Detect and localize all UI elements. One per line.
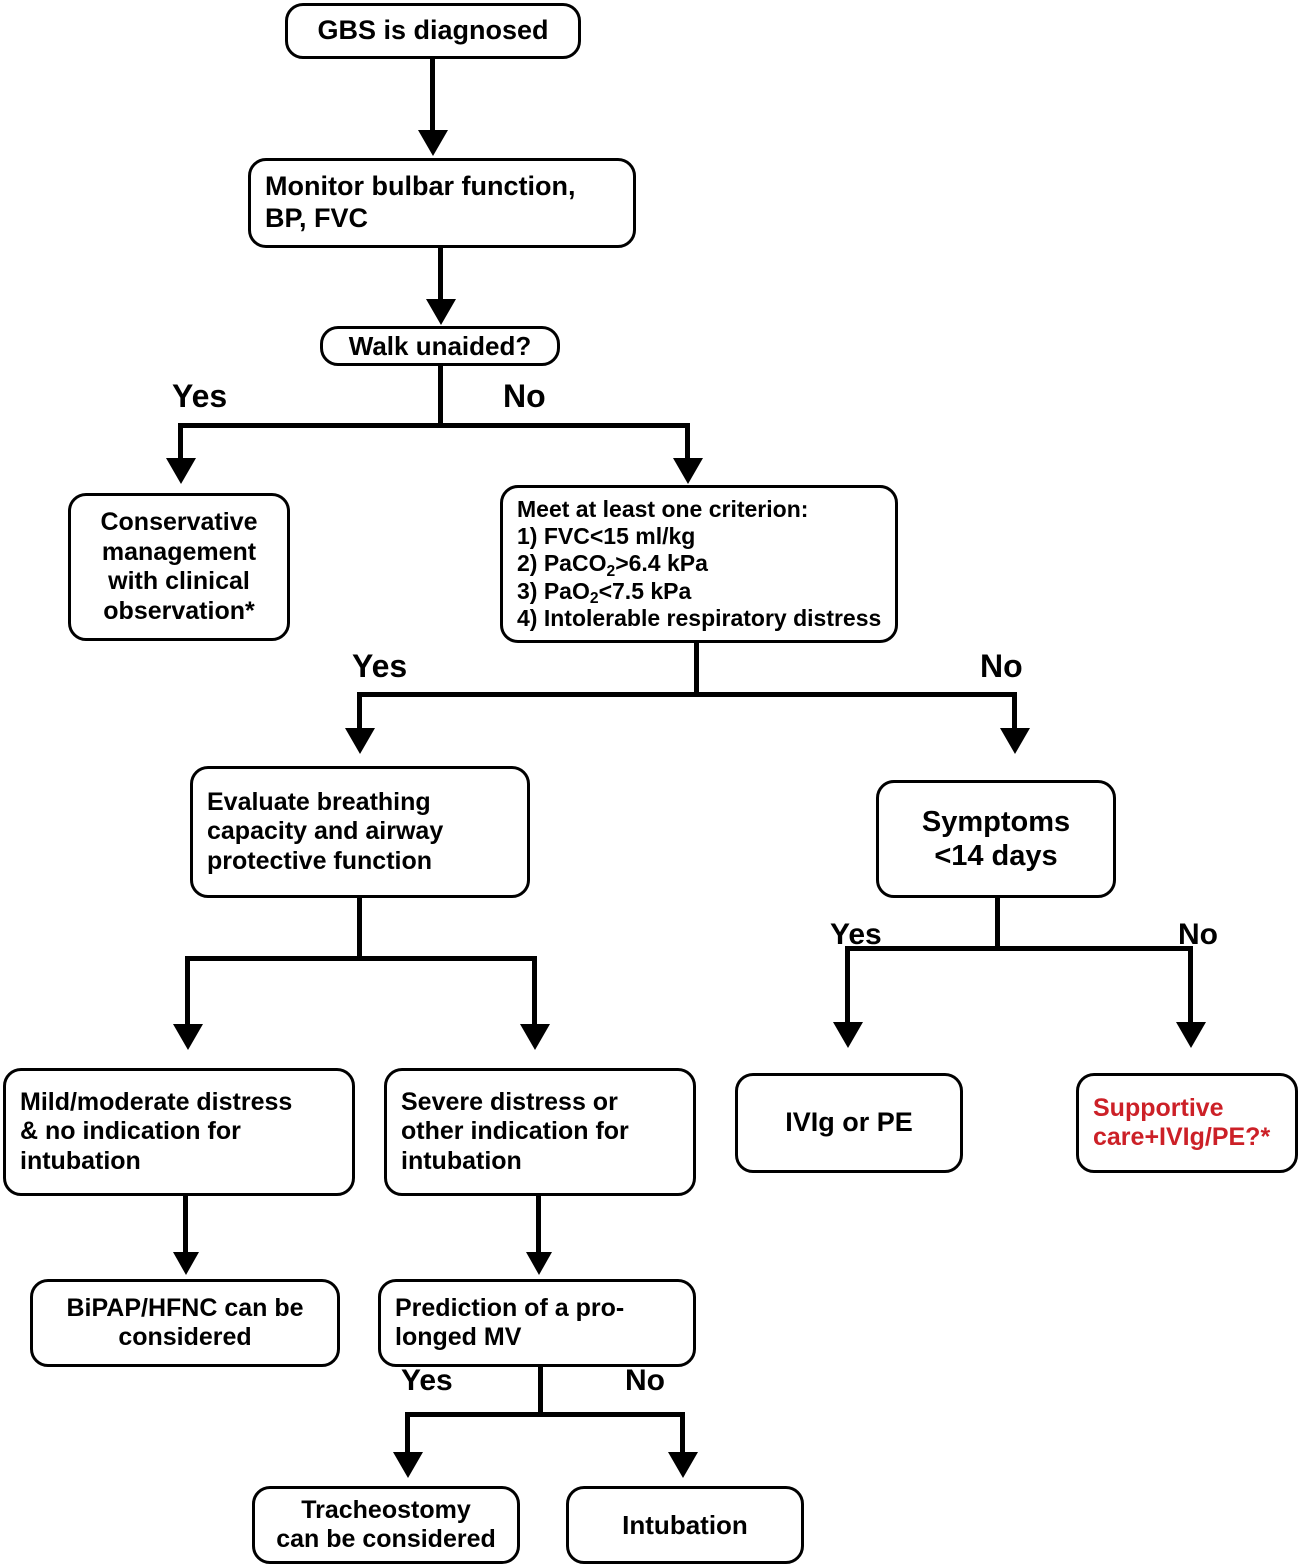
- node-prediction-prolonged-mv-label: Prediction of a pro- longed MV: [395, 1293, 625, 1352]
- edge-evaluate-left-drop: [185, 956, 190, 1028]
- criteria-item-3: 3) PaO2<7.5 kPa: [517, 577, 692, 607]
- arrowhead-monitor-to-walk: [426, 299, 456, 325]
- edge-label-criteria-yes: Yes: [352, 648, 408, 684]
- edge-mv-no-drop: [680, 1412, 685, 1458]
- criteria-item-4: 4) Intolerable respiratory distress: [517, 604, 882, 631]
- arrowhead-criteria-yes: [345, 728, 375, 754]
- edge-mv-stem: [538, 1367, 543, 1415]
- edge-criteria-yes-drop: [357, 692, 362, 734]
- edge-severe-to-prediction: [536, 1196, 541, 1258]
- node-bipap-hfnc-label: BiPAP/HFNC can be considered: [66, 1293, 304, 1352]
- node-gbs-diagnosed-label: GBS is diagnosed: [317, 15, 549, 46]
- edge-walk-bus: [178, 423, 690, 428]
- node-conservative-management-label: Conservative management with clinical ob…: [100, 508, 258, 625]
- edge-monitor-to-walk: [438, 248, 443, 306]
- arrowhead-mild-to-bipap: [173, 1252, 199, 1275]
- node-monitor-label: Monitor bulbar function, BP, FVC: [265, 171, 576, 233]
- edge-symptoms-yes-drop: [845, 946, 850, 1024]
- node-intubation[interactable]: Intubation: [566, 1486, 804, 1564]
- node-severe-distress-label: Severe distress or other indication for …: [401, 1087, 629, 1175]
- edge-label-mv-yes: Yes: [401, 1364, 453, 1397]
- edge-criteria-no-drop: [1012, 692, 1017, 734]
- edge-walk-no-drop: [685, 423, 690, 465]
- edge-evaluate-bus: [185, 956, 537, 961]
- node-gbs-diagnosed[interactable]: GBS is diagnosed: [285, 3, 581, 59]
- arrowhead-gbs-to-monitor: [418, 130, 448, 156]
- edge-evaluate-right-drop: [532, 956, 537, 1028]
- node-monitor[interactable]: Monitor bulbar function, BP, FVC: [248, 158, 636, 248]
- edge-label-criteria-no: No: [980, 648, 1023, 684]
- arrowhead-evaluate-left: [173, 1024, 203, 1050]
- criteria-item-2: 2) PaCO2>6.4 kPa: [517, 550, 708, 580]
- edge-label-walk-yes: Yes: [172, 378, 228, 414]
- arrowhead-walk-yes: [166, 458, 196, 484]
- arrowhead-mv-yes: [393, 1452, 423, 1478]
- node-conservative-management[interactable]: Conservative management with clinical ob…: [68, 493, 290, 641]
- edge-gbs-to-monitor: [430, 59, 435, 137]
- node-mild-moderate-distress[interactable]: Mild/moderate distress & no indication f…: [3, 1068, 355, 1196]
- node-bipap-hfnc[interactable]: BiPAP/HFNC can be considered: [30, 1279, 340, 1367]
- edge-symptoms-bus: [845, 946, 1193, 951]
- criteria-item-1: 1) FVC<15 ml/kg: [517, 523, 696, 550]
- edge-criteria-stem: [694, 643, 699, 695]
- node-prediction-prolonged-mv[interactable]: Prediction of a pro- longed MV: [378, 1279, 696, 1367]
- node-criteria-body: Meet at least one criterion: 1) FVC<15 m…: [503, 496, 895, 632]
- node-mild-moderate-distress-label: Mild/moderate distress & no indication f…: [20, 1087, 293, 1175]
- node-criteria[interactable]: Meet at least one criterion: 1) FVC<15 m…: [500, 485, 898, 643]
- node-symptoms-14-days-label: Symptoms <14 days: [921, 805, 1071, 872]
- node-symptoms-14-days[interactable]: Symptoms <14 days: [876, 780, 1116, 898]
- node-tracheostomy[interactable]: Tracheostomy can be considered: [252, 1486, 520, 1564]
- node-walk-unaided-label: Walk unaided?: [348, 330, 532, 361]
- node-evaluate-breathing-label: Evaluate breathing capacity and airway p…: [207, 787, 444, 875]
- edge-walk-stem: [438, 366, 443, 426]
- arrowhead-criteria-no: [1000, 728, 1030, 754]
- arrowhead-symptoms-no: [1176, 1022, 1206, 1048]
- node-ivig-or-pe[interactable]: IVIg or PE: [735, 1073, 963, 1173]
- node-tracheostomy-label: Tracheostomy can be considered: [276, 1495, 496, 1554]
- edge-symptoms-stem: [995, 898, 1000, 948]
- edge-label-symptoms-no: No: [1178, 918, 1218, 951]
- node-walk-unaided[interactable]: Walk unaided?: [320, 326, 560, 366]
- edge-label-walk-no: No: [503, 378, 546, 414]
- node-evaluate-breathing[interactable]: Evaluate breathing capacity and airway p…: [190, 766, 530, 898]
- edge-criteria-bus: [357, 692, 1017, 697]
- criteria-heading: Meet at least one criterion:: [517, 496, 809, 523]
- node-supportive-care[interactable]: Supportive care+IVIg/PE?*: [1076, 1073, 1298, 1173]
- edge-mv-yes-drop: [405, 1412, 410, 1458]
- arrowhead-evaluate-right: [520, 1024, 550, 1050]
- node-severe-distress[interactable]: Severe distress or other indication for …: [384, 1068, 696, 1196]
- edge-label-mv-no: No: [625, 1364, 665, 1397]
- arrowhead-walk-no: [673, 458, 703, 484]
- edge-mild-to-bipap: [183, 1196, 188, 1258]
- node-intubation-label: Intubation: [622, 1509, 748, 1540]
- arrowhead-symptoms-yes: [833, 1022, 863, 1048]
- node-ivig-or-pe-label: IVIg or PE: [785, 1107, 913, 1138]
- edge-evaluate-stem: [357, 898, 362, 960]
- edge-walk-yes-drop: [178, 423, 183, 465]
- node-supportive-care-label: Supportive care+IVIg/PE?*: [1093, 1093, 1271, 1152]
- edge-label-symptoms-yes: Yes: [830, 918, 882, 951]
- arrowhead-severe-to-prediction: [526, 1252, 552, 1275]
- edge-symptoms-no-drop: [1188, 946, 1193, 1024]
- edge-mv-bus: [405, 1412, 685, 1417]
- arrowhead-mv-no: [668, 1452, 698, 1478]
